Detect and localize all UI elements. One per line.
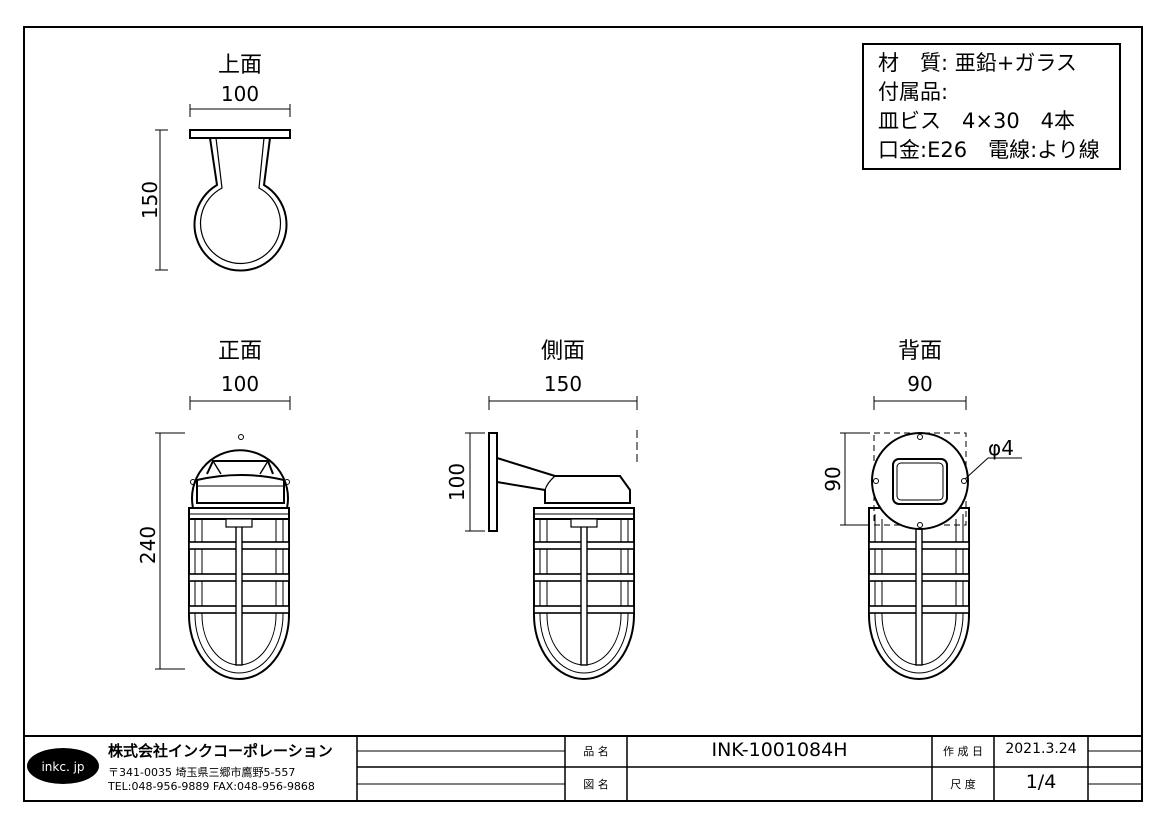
top-view-depth-dim: 150 [138, 181, 162, 219]
spec-accessories: 付属品: [878, 80, 949, 104]
front-view-height-dim: 240 [136, 526, 160, 564]
back-view: 背面 90 90 φ4 [821, 339, 1022, 680]
spec-material: 材 質: 亜鉛+ガラス [878, 51, 1077, 75]
company-address: 〒341-0035 埼玉県三郷市鷹野5-557 [108, 766, 296, 779]
scale-label: 尺 度 [950, 778, 976, 791]
side-view-title: 側面 [541, 339, 585, 364]
side-view: 側面 150 100 [445, 339, 638, 680]
company-name: 株式会社インクコーポレーション [108, 742, 333, 760]
top-view-title: 上面 [218, 53, 262, 78]
back-view-hole-dim: φ4 [988, 436, 1014, 460]
company-logo [27, 748, 99, 784]
side-view-plate-dim: 100 [445, 463, 469, 501]
date-label: 作 成 日 [943, 745, 983, 758]
product-name: INK-1001084H [711, 739, 848, 761]
back-view-title: 背面 [898, 339, 942, 364]
company-tel-fax: TEL:048-956-9889 FAX:048-956-9868 [108, 780, 315, 793]
side-view-width-dim: 150 [544, 372, 582, 396]
front-view-width-dim: 100 [221, 372, 259, 396]
spec-socket: 口金:E26 電線:より線 [878, 138, 1100, 162]
back-view-width-dim: 90 [907, 372, 932, 396]
spec-screws: 皿ビス 4×30 4本 [878, 109, 1076, 133]
top-view-width-dim: 100 [221, 82, 259, 106]
title-block [23, 735, 1143, 802]
back-view-height-dim: 90 [821, 466, 845, 491]
spec-box: 材 質: 亜鉛+ガラス 付属品: 皿ビス 4×30 4本 口金:E26 電線:よ… [862, 43, 1121, 170]
drawing-scale: 1/4 [1025, 771, 1057, 793]
top-view: 上面 100 150 [138, 53, 291, 272]
front-view-title: 正面 [218, 339, 262, 364]
company-logo-text: inkc. jp [41, 760, 84, 774]
creation-date: 2021.3.24 [1005, 741, 1077, 757]
drawing-name-label: 図 名 [583, 778, 609, 791]
front-view: 正面 100 240 [136, 339, 291, 680]
product-name-label: 品 名 [583, 745, 609, 758]
